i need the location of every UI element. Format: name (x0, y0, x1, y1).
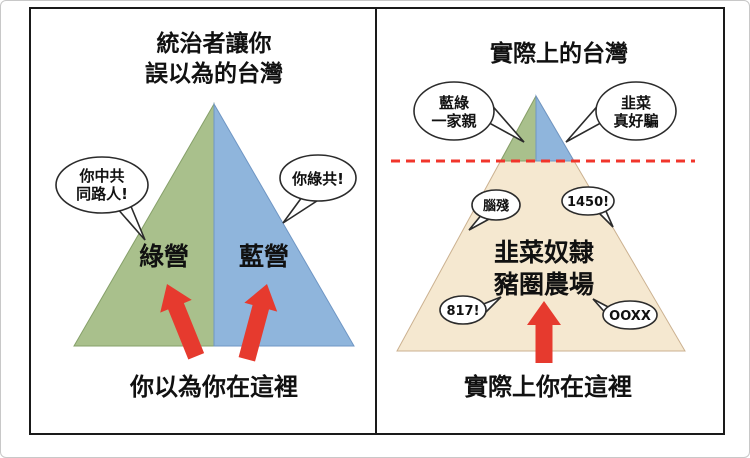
left-title-line2: 誤以為的台灣 (145, 60, 283, 87)
right-diagram: 實際上的台灣 藍綠 一家親 韭菜 真好騙 腦殘 1450! (391, 40, 695, 401)
arrow-up-green (160, 284, 205, 360)
arrow-up-blue (238, 284, 278, 362)
speech-bubble (55, 156, 149, 214)
arrow-up-farm (527, 301, 561, 363)
right-bottom-text: 實際上你在這裡 (464, 373, 632, 401)
blue-camp-label: 藍營 (239, 242, 289, 271)
bubble-naocan-text: 腦殘 (483, 198, 509, 214)
right-panel-left-bubble-line2: 一家親 (431, 112, 476, 130)
meme-box: 統治者讓你 誤以為的台灣 綠營 藍營 你中共 同路人! 你綠共! 你以為你在這裡… (29, 7, 725, 435)
blue-tip-triangle (535, 94, 575, 162)
speech-bubble (595, 81, 677, 141)
left-bottom-text: 你以為你在這裡 (129, 373, 298, 401)
right-bubble-text: 你綠共! (291, 170, 344, 188)
farm-label-line2: 豬圈農場 (493, 270, 594, 299)
bubble-1450-text: 1450! (567, 195, 609, 210)
speech-bubble (471, 189, 521, 221)
speech-bubble (561, 186, 615, 216)
left-title-line1: 統治者讓你 (157, 30, 272, 57)
green-camp-triangle (73, 102, 215, 347)
right-panel-right-bubble-line2: 真好騙 (613, 112, 658, 130)
speech-bubble (602, 300, 658, 330)
right-panel-right-bubble-line1: 韭菜 (621, 94, 651, 112)
right-panel: 實際上的台灣 藍綠 一家親 韭菜 真好騙 腦殘 1450! (377, 9, 721, 433)
speech-bubble (439, 295, 487, 325)
left-diagram: 統治者讓你 誤以為的台灣 綠營 藍營 你中共 同路人! 你綠共! 你以為你在這裡 (55, 30, 357, 401)
farm-label-line1: 韭菜奴隸 (494, 238, 595, 267)
left-panel: 統治者讓你 誤以為的台灣 綠營 藍營 你中共 同路人! 你綠共! 你以為你在這裡 (31, 9, 377, 433)
blue-camp-triangle (213, 102, 355, 347)
speech-bubble (413, 81, 495, 141)
left-bubble-text-line1: 你中共 (78, 167, 124, 185)
right-title: 實際上的台灣 (490, 40, 628, 67)
speech-bubble (279, 154, 357, 202)
green-camp-label: 綠營 (139, 242, 189, 271)
left-bubble-text-line2: 同路人! (76, 185, 128, 203)
bubble-ooxx-text: OOXX (609, 309, 651, 324)
right-panel-left-bubble-line1: 藍綠 (439, 94, 470, 112)
bubble-817-text: 817! (446, 304, 479, 319)
